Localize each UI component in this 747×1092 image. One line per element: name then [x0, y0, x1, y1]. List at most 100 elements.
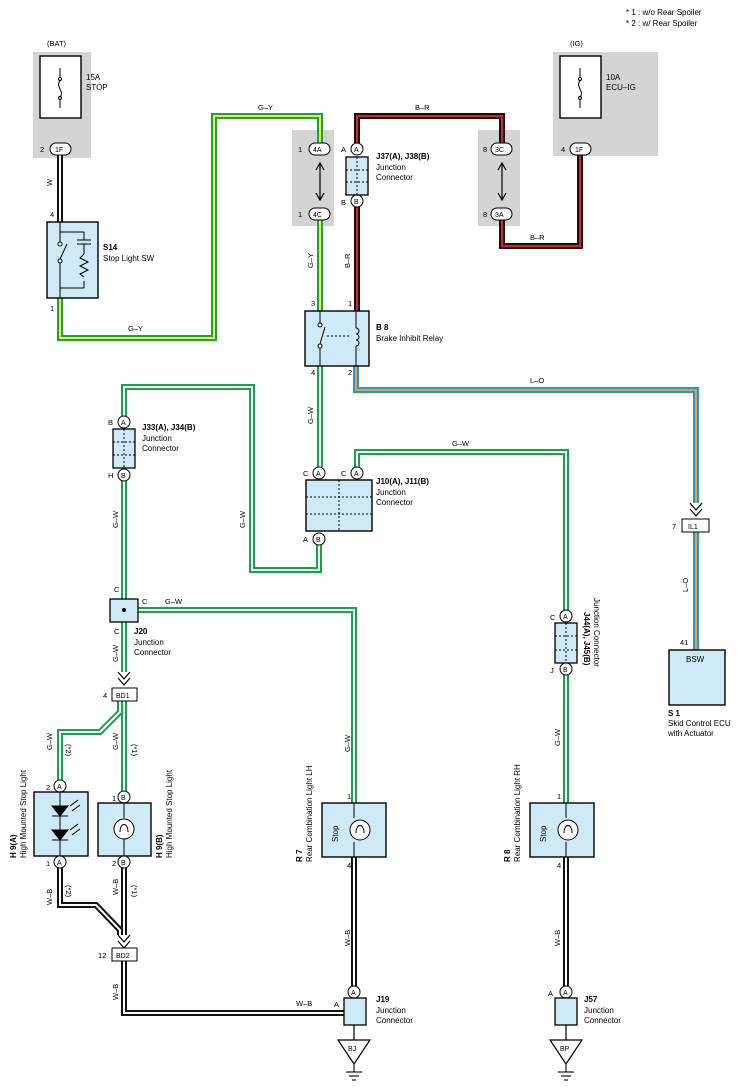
connector-4c: 1 4C [298, 207, 331, 221]
wire-label-gw-relay: G–W [306, 406, 315, 424]
svg-text:Junction: Junction [376, 488, 406, 497]
svg-text:BP: BP [560, 1046, 570, 1053]
svg-text:3C: 3C [495, 147, 504, 154]
wire-label-wb-h9a: W–B [45, 889, 54, 905]
svg-text:S14: S14 [103, 243, 118, 252]
wire-gw-j10-to-j44 [354, 449, 569, 610]
svg-text:Skid Control ECU: Skid Control ECU [668, 719, 731, 728]
svg-text:Connector: Connector [376, 498, 413, 507]
svg-text:1F: 1F [55, 147, 63, 154]
svg-text:B: B [563, 667, 568, 674]
svg-text:A: A [121, 420, 126, 427]
svg-text:A: A [354, 147, 359, 154]
connector-4a: 1 4A [298, 142, 331, 156]
ground-icon [346, 1064, 362, 1081]
svg-text:J20: J20 [134, 627, 148, 636]
svg-text:8: 8 [483, 145, 487, 154]
svg-text:J33(A), J34(B): J33(A), J34(B) [142, 423, 196, 432]
svg-text:Stop Light SW: Stop Light SW [103, 254, 155, 263]
bat-fuse-frame [39, 55, 82, 119]
wire-gw-bd1-to-h9a [57, 701, 123, 780]
svg-text:A: A [303, 535, 308, 544]
wire-label-wb-h9b: W–B [111, 879, 120, 895]
wire-label-gw-r8: G–W [553, 728, 562, 746]
brake-inhibit-relay: 3 1 B 8 Brake Inhibit Relay 4 2 [304, 299, 443, 377]
svg-text:8: 8 [483, 210, 487, 219]
svg-text:A: A [57, 784, 62, 791]
junction-connector-j33: B A H B J33(A), J34(B) Junction Connecto… [108, 415, 196, 482]
wire-label-gw-r7: G–W [343, 734, 352, 752]
ig-fuse-frame [559, 55, 602, 119]
wire-wb-bd2-to-j19 [121, 961, 344, 1016]
svg-text:Connector: Connector [376, 1016, 413, 1025]
fuse-icon [578, 68, 582, 108]
bat-pin: 2 [40, 145, 44, 154]
ground-icon [558, 1064, 574, 1081]
wire-layer [57, 113, 699, 1016]
wire-label-wb-bd2: W–B [111, 984, 120, 1000]
led-icon [50, 792, 81, 856]
svg-text:Junction: Junction [142, 434, 172, 443]
svg-text:with Actuator: with Actuator [667, 729, 714, 738]
junction-connector-j19: A A J19 Junction Connector [334, 985, 413, 1026]
bulb-icon [557, 803, 579, 857]
wire-br-ig-to-3a [499, 155, 583, 249]
wire-label-gw-h9a: G–W [45, 732, 54, 750]
svg-text:A: A [334, 1000, 339, 1009]
wire-label-lo-vert: L–O [681, 578, 690, 592]
svg-text:B: B [354, 199, 359, 206]
ground-bp: BP [548, 1025, 584, 1081]
svg-text:A: A [563, 614, 568, 621]
svg-text:Connector: Connector [142, 444, 179, 453]
svg-text:Junction: Junction [376, 163, 406, 172]
svg-text:12: 12 [98, 951, 106, 960]
svg-text:C: C [142, 597, 148, 606]
svg-text:3: 3 [311, 299, 315, 308]
stop-light-switch: 4 S14 Stop Light SW 1 [46, 210, 155, 313]
wire-label-wb-r8: W–B [553, 930, 562, 946]
wire-label-br-bottom: B–R [530, 233, 545, 242]
wire-label-gw-j33: G–W [111, 510, 120, 528]
wire-label-gw-bd1: G–W [111, 644, 120, 662]
svg-text:High Mounted Stop Light: High Mounted Stop Light [19, 769, 28, 858]
svg-text:BD2: BD2 [116, 953, 130, 960]
wire-label-gw-h9b: G–W [111, 732, 120, 750]
svg-text:4A: 4A [313, 147, 322, 154]
svg-text:IL1: IL1 [688, 524, 698, 531]
wire-label-gw-j20: G–W [165, 597, 183, 606]
svg-text:1: 1 [348, 299, 352, 308]
star-2-bottom: (*2) [64, 885, 73, 898]
fuse-icon [58, 68, 62, 108]
svg-text:B: B [121, 473, 126, 480]
svg-text:4: 4 [311, 368, 315, 377]
svg-text:Stop: Stop [539, 825, 548, 842]
wire-label-w: W [45, 178, 54, 186]
junction-connector-j10: C A C A A B J10(A), J11(B) Junction Conn… [303, 466, 429, 546]
ig-fuse-name: ECU–IG [606, 83, 636, 92]
svg-text:Junction: Junction [376, 1006, 406, 1015]
svg-text:J19: J19 [376, 995, 390, 1004]
connector-bd2: 12 BD2 [98, 934, 138, 962]
svg-text:A: A [548, 989, 553, 998]
svg-text:High Mounted Stop Light: High Mounted Stop Light [165, 769, 174, 858]
svg-text:1: 1 [112, 794, 116, 803]
ig-label: (IG) [570, 39, 583, 48]
svg-text:BJ: BJ [348, 1046, 356, 1053]
wire-gw-j20-to-r7 [138, 607, 357, 803]
connector-bd1: 4 BD1 [103, 671, 138, 702]
svg-text:C: C [341, 469, 347, 478]
svg-text:Connector: Connector [376, 173, 413, 182]
star-1-bottom: (*1) [130, 885, 139, 898]
svg-text:C: C [303, 469, 309, 478]
svg-text:3A: 3A [495, 212, 504, 219]
svg-text:4: 4 [347, 861, 351, 870]
svg-text:4: 4 [103, 691, 107, 700]
high-mounted-stop-light-b: 1 B 2 B H 9(B) High Mounted Stop Light [97, 769, 174, 869]
switch-icon [57, 222, 91, 298]
svg-text:A: A [57, 860, 62, 867]
svg-text:B: B [316, 537, 321, 544]
wire-br-3c-to-j37 [354, 113, 505, 143]
svg-text:1: 1 [347, 792, 351, 801]
svg-text:1: 1 [50, 304, 54, 313]
wire-lo-relay-to-ecu [353, 366, 699, 503]
